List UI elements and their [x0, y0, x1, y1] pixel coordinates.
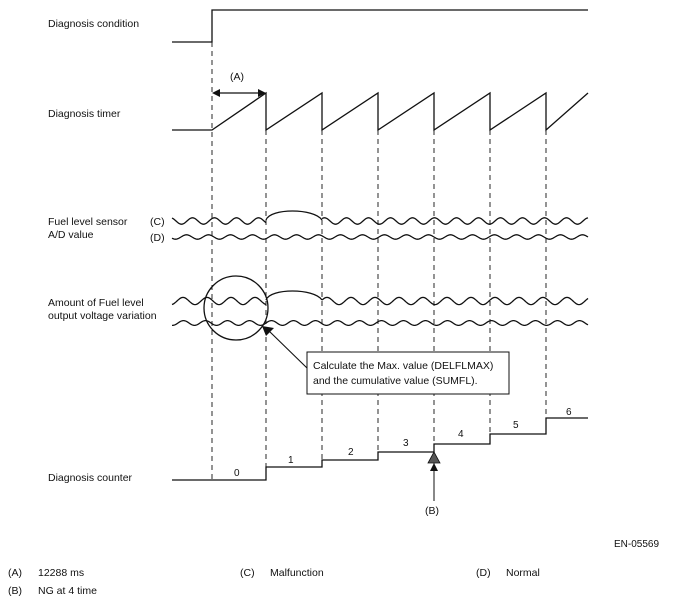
- legend-d: (D) Normal: [476, 567, 540, 579]
- sensor-wave-c: [171, 217, 589, 225]
- legend-c-key: (C): [240, 567, 255, 579]
- counter-value-6: 6: [566, 407, 572, 418]
- legend-a-text: 12288 ms: [38, 567, 85, 579]
- variation-wave-upper: [171, 296, 589, 306]
- callout-arrowhead: [262, 326, 274, 336]
- counter-value-3: 3: [403, 438, 409, 449]
- sensor-wave-d: [171, 234, 589, 240]
- legend-c: (C) Malfunction: [240, 567, 324, 579]
- legend-d-key: (D): [476, 567, 491, 579]
- focus-circle: [203, 275, 269, 341]
- legend-a: (A) 12288 ms: [8, 567, 84, 579]
- counter-value-0: 0: [234, 468, 240, 479]
- legend-a-key: (A): [8, 567, 22, 579]
- counter-value-1: 1: [288, 455, 294, 466]
- legend-b: (B) NG at 4 time: [8, 585, 97, 597]
- callout-line-2: and the cumulative value (SUMFL).: [313, 375, 478, 387]
- label-diagnosis-timer: Diagnosis timer: [48, 108, 121, 120]
- label-diagnosis-counter: Diagnosis counter: [48, 472, 133, 484]
- counter-value-4: 4: [458, 429, 464, 440]
- marker-c: (C): [150, 216, 165, 228]
- figure-id: EN-05569: [614, 539, 659, 550]
- callout-box: [306, 351, 510, 395]
- counter-value-2: 2: [348, 447, 354, 458]
- counter-value-5: 5: [513, 420, 519, 431]
- callout-leader: [267, 329, 308, 369]
- label-fuel-sensor-1: Fuel level sensor: [48, 216, 128, 228]
- ng-triangle-marker: [427, 451, 441, 464]
- interval-a-arrow: [212, 89, 266, 97]
- label-variation-2: output voltage variation: [48, 310, 157, 322]
- timing-guides: [211, 42, 547, 480]
- variation-hump: [265, 290, 323, 301]
- legend-b-key: (B): [8, 585, 22, 597]
- marker-a: (A): [230, 71, 244, 83]
- timer-waveform: [172, 91, 589, 132]
- legend-c-text: Malfunction: [270, 567, 324, 579]
- marker-b: (B): [425, 505, 439, 517]
- label-variation-1: Amount of Fuel level: [48, 297, 144, 309]
- variation-wave-lower: [172, 319, 589, 327]
- label-diagnosis-condition: Diagnosis condition: [48, 18, 139, 30]
- condition-waveform: [172, 9, 588, 43]
- ng-arrow-head: [430, 463, 438, 471]
- sensor-c-hump: [265, 210, 323, 221]
- label-fuel-sensor-2: A/D value: [48, 229, 94, 241]
- marker-d: (D): [150, 232, 165, 244]
- legend-b-text: NG at 4 time: [38, 585, 97, 597]
- legend-d-text: Normal: [506, 567, 540, 579]
- callout-line-1: Calculate the Max. value (DELFLMAX): [313, 360, 493, 372]
